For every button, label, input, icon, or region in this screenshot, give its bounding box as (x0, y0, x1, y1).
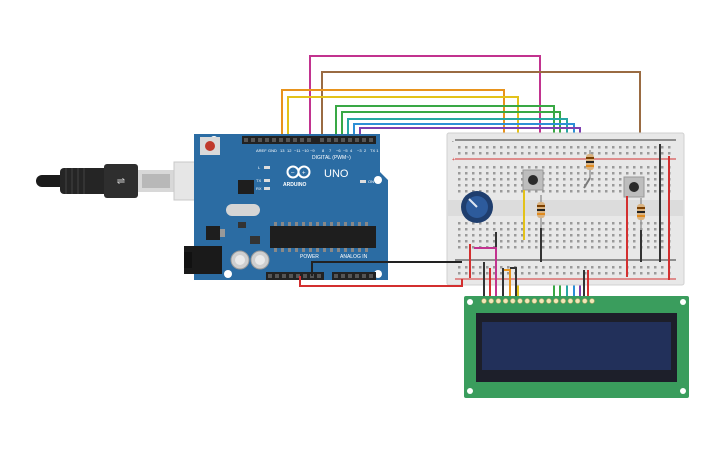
svg-text:-: - (452, 139, 454, 145)
svg-text:12: 12 (287, 148, 292, 153)
on-label: ON (368, 179, 374, 184)
usb-chip (238, 180, 254, 194)
tx-label: TX (256, 178, 261, 183)
atmega-chip (270, 226, 376, 248)
rx-label: RX (256, 186, 262, 191)
wire-red-5v (299, 276, 463, 287)
svg-text:~3: ~3 (357, 148, 362, 153)
lcd-screen (482, 322, 671, 370)
breadboard: - + (446, 132, 685, 286)
resistor-left (537, 195, 545, 228)
svg-text:GND: GND (268, 148, 277, 153)
board-brand: ARDUINO (283, 182, 306, 188)
potentiometer (461, 191, 493, 223)
lcd-display (464, 296, 689, 398)
resistor-top (586, 150, 594, 178)
lcd-wires (474, 247, 589, 300)
svg-text:2: 2 (364, 148, 367, 153)
svg-text:~11: ~11 (294, 148, 301, 153)
svg-text:~9: ~9 (310, 148, 315, 153)
svg-text:+: + (452, 157, 455, 163)
arduino-logo: – + (286, 165, 311, 179)
resistor-right (637, 198, 645, 230)
top-wires (281, 55, 641, 300)
svg-text:~5: ~5 (343, 148, 348, 153)
svg-text:7: 7 (329, 148, 332, 153)
svg-text:~10: ~10 (302, 148, 310, 153)
svg-text:4: 4 (350, 148, 353, 153)
power-wires (299, 261, 463, 287)
svg-text:AREF: AREF (256, 148, 267, 153)
digital-label: DIGITAL (PWM~) (312, 155, 351, 161)
svg-text:–: – (291, 170, 295, 176)
analog-label: ANALOG IN (340, 254, 368, 260)
board-model: UNO (324, 168, 349, 180)
power-label: POWER (300, 254, 319, 260)
svg-text:+: + (302, 171, 306, 177)
l-led-label: L (258, 165, 261, 170)
pushbutton-left (522, 169, 544, 191)
pushbutton-right (623, 176, 645, 198)
svg-text:TX 1: TX 1 (370, 148, 379, 153)
wire-brown (321, 71, 641, 180)
usb-icon: ⇌ (117, 176, 125, 187)
svg-text:~6: ~6 (336, 148, 341, 153)
svg-text:13: 13 (280, 148, 285, 153)
svg-text:8: 8 (322, 148, 325, 153)
lcd-pin-header (481, 298, 595, 304)
wire-black-gnd (311, 261, 462, 276)
reset-button (205, 141, 215, 151)
